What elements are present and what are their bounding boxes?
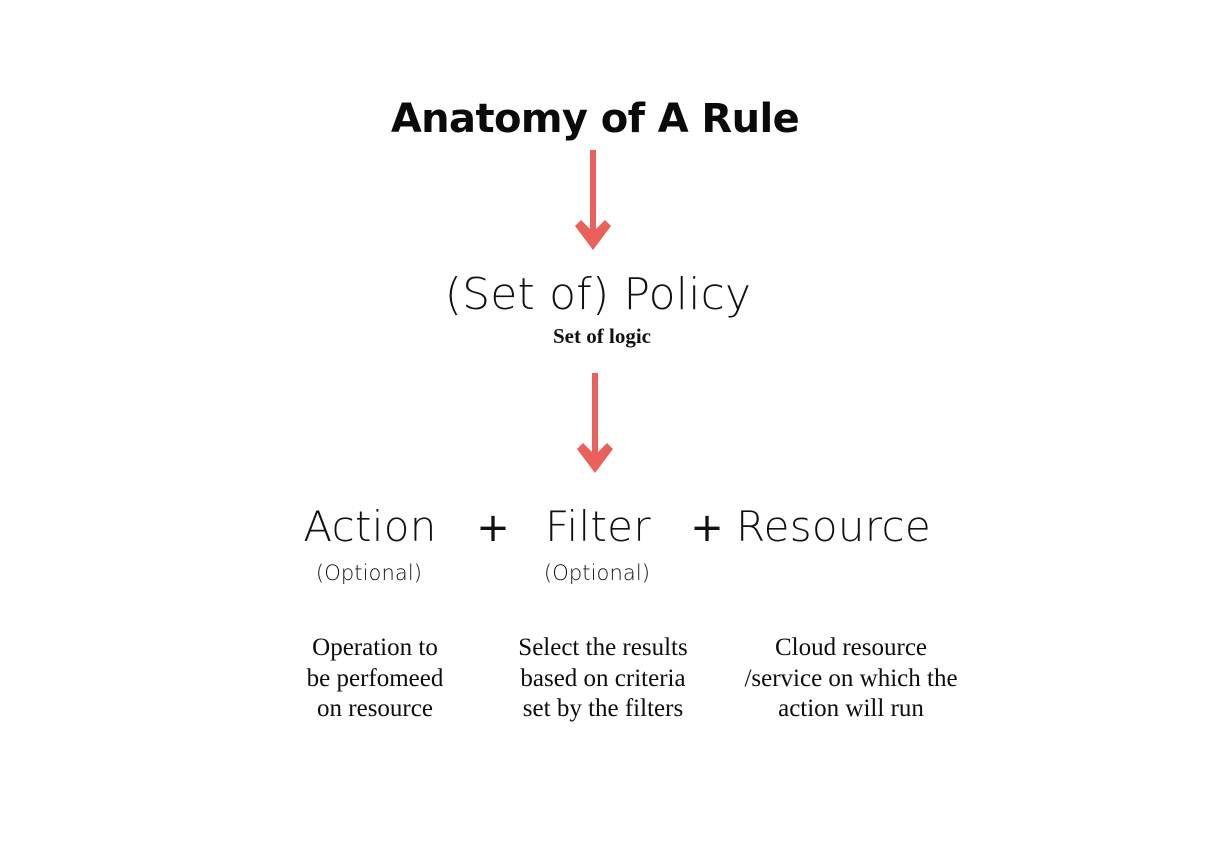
plus-operator-one: + <box>476 505 510 551</box>
plus-operator-two: + <box>690 505 724 551</box>
arrow-policy-to-components-icon <box>577 373 613 473</box>
page-title: Anatomy of A Rule <box>390 96 800 142</box>
component-label-action: Action <box>303 502 437 551</box>
optional-tag-action: (Optional) <box>315 561 423 585</box>
component-label-resource: Resource <box>736 502 932 551</box>
component-label-filter: Filter <box>545 502 651 551</box>
policy-subtitle: Set of logic <box>553 324 651 348</box>
policy-label: (Set of) Policy <box>444 269 752 320</box>
component-description-action: Operation to be perfomeed on resource <box>306 634 444 722</box>
optional-tag-filter: (Optional) <box>543 561 651 585</box>
component-description-resource: Cloud resource /service on which the act… <box>744 634 958 722</box>
arrow-title-to-policy-icon <box>575 150 611 250</box>
component-description-filter: Select the results based on criteria set… <box>518 634 688 722</box>
